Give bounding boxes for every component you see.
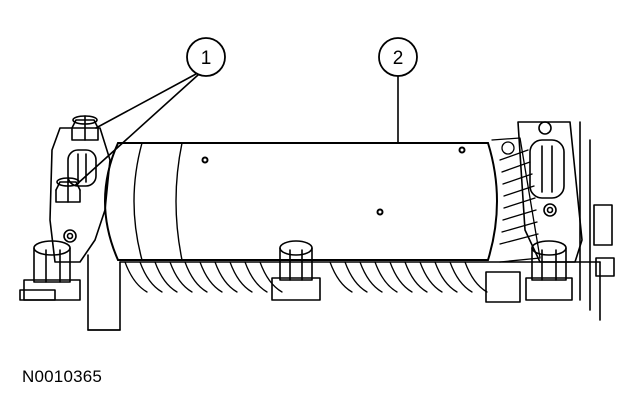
leader-line-1b [75,74,199,186]
stud-front-right [485,240,573,303]
right-bracket [517,121,583,263]
mounting-base [19,254,601,331]
cylinder-body [104,142,498,261]
callout-2-number: 2 [393,48,404,69]
callout-2: 2 [378,37,418,144]
stud-front-left [23,240,81,301]
right-edge-blocks [579,121,615,311]
bolt-upper-left [71,115,99,141]
stud-front-middle [271,240,321,301]
leader-line-1a [95,73,197,129]
callout-1: 1 [75,37,226,186]
cooling-fins [124,261,488,293]
right-end-cap [491,137,541,263]
figure-id: N0010365 [22,367,103,386]
bolt-lower-left [55,177,81,203]
callout-1-number: 1 [201,48,212,69]
